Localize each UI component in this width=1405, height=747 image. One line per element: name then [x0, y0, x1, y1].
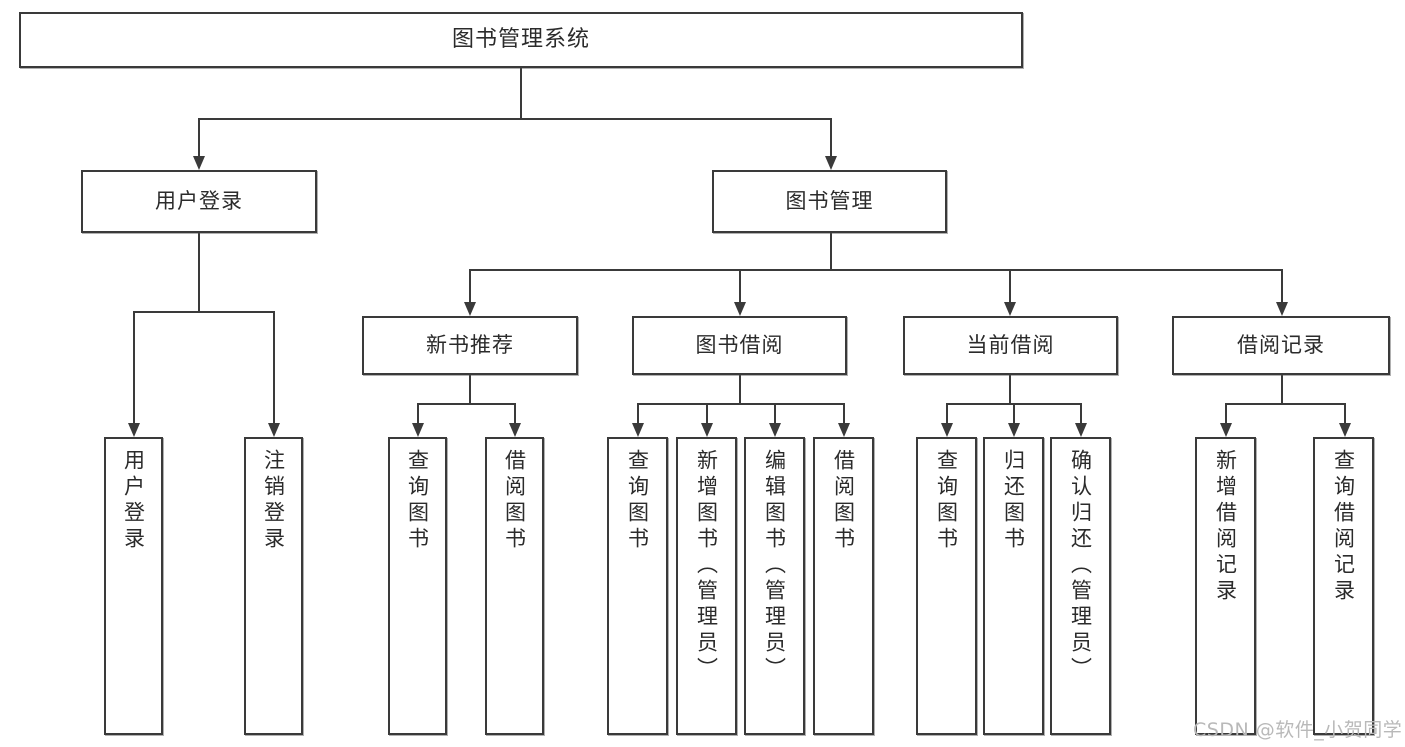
- arrow-borrow-record-icon: [1276, 302, 1288, 316]
- node-label-book-mgmt: 图书管理: [785, 189, 874, 214]
- node-label-leaf-query-book-2: 查询图书: [625, 449, 650, 553]
- connector-book-mgmt-drop-1: [469, 269, 471, 302]
- arrow-lf-borrow-1-icon: [509, 423, 521, 437]
- arrow-lf-query-record-icon: [1339, 423, 1351, 437]
- connector-book-borrow-drop-4: [843, 403, 845, 423]
- arrow-leaf-user-login-icon: [128, 423, 140, 437]
- node-label-leaf-query-book-1: 查询图书: [405, 449, 430, 553]
- node-label-leaf-user-login: 用户登录: [121, 449, 146, 553]
- node-leaf-confirm-return[interactable]: 确认归还（管理员）: [1050, 437, 1111, 735]
- connector-book-borrow-trunk: [739, 375, 741, 403]
- node-root[interactable]: 图书管理系统: [19, 12, 1023, 68]
- node-book-mgmt[interactable]: 图书管理: [712, 170, 947, 233]
- node-leaf-query-record[interactable]: 查询借阅记录: [1313, 437, 1374, 735]
- arrow-book-borrow-icon: [734, 302, 746, 316]
- node-label-leaf-confirm-return: 确认归还（管理员）: [1068, 449, 1093, 683]
- connector-root-drop-user-login: [198, 118, 200, 156]
- arrow-lf-borrow-2-icon: [838, 423, 850, 437]
- connector-user-login-drop-2: [273, 311, 275, 423]
- node-label-new-book-rec: 新书推荐: [426, 333, 514, 358]
- node-label-root: 图书管理系统: [451, 27, 590, 53]
- arrow-lf-query-2-icon: [632, 423, 644, 437]
- node-label-leaf-add-record: 新增借阅记录: [1213, 449, 1238, 605]
- connector-current-borrow-trunk: [1009, 375, 1011, 403]
- node-label-leaf-query-book-3: 查询图书: [934, 449, 959, 553]
- node-borrow-record[interactable]: 借阅记录: [1172, 316, 1390, 375]
- connector-user-login-trunk: [198, 233, 200, 311]
- connector-current-borrow-drop-3: [1080, 403, 1082, 423]
- arrow-leaf-user-logout-icon: [268, 423, 280, 437]
- node-leaf-user-login[interactable]: 用户登录: [104, 437, 163, 735]
- node-label-leaf-borrow-book-1: 借阅图书: [502, 449, 527, 553]
- connector-new-book-drop-1: [417, 403, 419, 423]
- node-book-borrow[interactable]: 图书借阅: [632, 316, 847, 375]
- arrow-lf-confirm-icon: [1075, 423, 1087, 437]
- node-label-leaf-edit-book: 编辑图书（管理员）: [762, 449, 787, 683]
- arrow-lf-add-book-icon: [701, 423, 713, 437]
- connector-current-borrow-drop-1: [946, 403, 948, 423]
- node-leaf-borrow-book-1[interactable]: 借阅图书: [485, 437, 544, 735]
- arrow-lf-return-icon: [1008, 423, 1020, 437]
- connector-borrow-record-bus: [1225, 403, 1344, 405]
- arrow-book-mgmt-icon: [825, 156, 837, 170]
- connector-root-trunk: [520, 68, 522, 118]
- connector-root-bus: [198, 118, 831, 120]
- connector-book-mgmt-trunk: [830, 233, 832, 269]
- connector-book-mgmt-drop-2: [739, 269, 741, 302]
- connector-book-borrow-bus: [637, 403, 844, 405]
- connector-borrow-record-drop-1: [1225, 403, 1227, 423]
- node-leaf-query-book-3[interactable]: 查询图书: [916, 437, 977, 735]
- node-leaf-query-book-1[interactable]: 查询图书: [388, 437, 447, 735]
- arrow-current-borrow-icon: [1004, 302, 1016, 316]
- node-label-leaf-query-record: 查询借阅记录: [1331, 449, 1356, 605]
- arrow-lf-query-1-icon: [412, 423, 424, 437]
- arrow-lf-edit-book-icon: [769, 423, 781, 437]
- connector-user-login-bus: [133, 311, 274, 313]
- connector-book-mgmt-bus: [469, 269, 1281, 271]
- node-label-leaf-borrow-book-2: 借阅图书: [831, 449, 856, 553]
- connector-new-book-drop-2: [514, 403, 516, 423]
- node-label-leaf-return-book: 归还图书: [1001, 449, 1026, 553]
- node-label-user-login: 用户登录: [155, 189, 243, 214]
- connector-borrow-record-drop-2: [1344, 403, 1346, 423]
- connector-new-book-trunk: [469, 375, 471, 403]
- node-user-login[interactable]: 用户登录: [81, 170, 317, 233]
- connector-book-mgmt-drop-4: [1281, 269, 1283, 302]
- connector-user-login-drop-1: [133, 311, 135, 423]
- arrow-user-login-icon: [193, 156, 205, 170]
- node-leaf-user-logout[interactable]: 注销登录: [244, 437, 303, 735]
- connector-borrow-record-trunk: [1281, 375, 1283, 403]
- connector-book-borrow-drop-2: [706, 403, 708, 423]
- connector-book-borrow-drop-1: [637, 403, 639, 423]
- arrow-lf-add-record-icon: [1220, 423, 1232, 437]
- node-label-borrow-record: 借阅记录: [1237, 333, 1325, 358]
- node-leaf-borrow-book-2[interactable]: 借阅图书: [813, 437, 874, 735]
- node-leaf-query-book-2[interactable]: 查询图书: [607, 437, 668, 735]
- arrow-lf-query-3-icon: [941, 423, 953, 437]
- connector-new-book-bus: [417, 403, 515, 405]
- node-leaf-return-book[interactable]: 归还图书: [983, 437, 1044, 735]
- node-label-book-borrow: 图书借阅: [695, 333, 784, 358]
- node-leaf-add-record[interactable]: 新增借阅记录: [1195, 437, 1256, 735]
- node-label-leaf-user-logout: 注销登录: [261, 449, 286, 553]
- connector-current-borrow-drop-2: [1013, 403, 1015, 423]
- node-new-book-rec[interactable]: 新书推荐: [362, 316, 578, 375]
- node-leaf-add-book[interactable]: 新增图书（管理员）: [676, 437, 737, 735]
- node-label-leaf-add-book: 新增图书（管理员）: [694, 449, 719, 683]
- node-leaf-edit-book[interactable]: 编辑图书（管理员）: [744, 437, 805, 735]
- connector-book-mgmt-drop-3: [1009, 269, 1011, 302]
- node-label-current-borrow: 当前借阅: [966, 333, 1055, 358]
- connector-root-drop-book-mgmt: [830, 118, 832, 156]
- arrow-new-book-rec-icon: [464, 302, 476, 316]
- node-current-borrow[interactable]: 当前借阅: [903, 316, 1118, 375]
- connector-book-borrow-drop-3: [774, 403, 776, 423]
